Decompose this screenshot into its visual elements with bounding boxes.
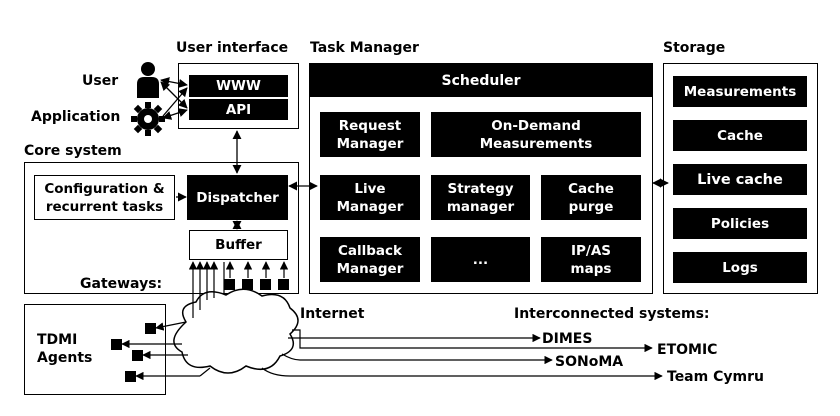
gateways-label: Gateways: bbox=[80, 276, 163, 292]
actor-arrows bbox=[160, 77, 188, 120]
api-block: API bbox=[189, 99, 288, 120]
user-label: User bbox=[82, 73, 119, 89]
user-icon bbox=[137, 62, 159, 98]
sonoma-label: SONoMA bbox=[555, 354, 624, 370]
gear-icon bbox=[131, 102, 165, 136]
internet-label: Internet bbox=[300, 306, 365, 322]
configuration-block: Configuration & recurrent tasks bbox=[34, 175, 175, 220]
request-manager-block: Request Manager bbox=[320, 112, 420, 157]
ellipsis-block: ... bbox=[431, 237, 530, 282]
etomic-label: ETOMIC bbox=[657, 342, 718, 358]
tdmi-agents-label: TDMI Agents bbox=[37, 332, 93, 366]
cache-purge-block: Cache purge bbox=[541, 175, 641, 220]
dispatcher-block: Dispatcher bbox=[187, 175, 288, 220]
team-cymru-label: Team Cymru bbox=[667, 369, 764, 385]
live-manager-block: Live Manager bbox=[320, 175, 420, 220]
agent-squares bbox=[111, 323, 156, 382]
gateway-squares bbox=[224, 279, 289, 290]
storage-item-logs: Logs bbox=[673, 252, 807, 283]
on-demand-measurements-block: On-Demand Measurements bbox=[431, 112, 641, 157]
www-block: WWW bbox=[189, 75, 288, 97]
external-links bbox=[261, 329, 663, 381]
buffer-block: Buffer bbox=[189, 230, 288, 260]
dimes-label: DIMES bbox=[542, 331, 593, 347]
storage-item-policies: Policies bbox=[673, 208, 807, 239]
scheduler-bar: Scheduler bbox=[310, 64, 652, 97]
strategy-manager-block: Strategy manager bbox=[431, 175, 530, 220]
ip-as-maps-block: IP/AS maps bbox=[541, 237, 641, 282]
storage-item-live-cache: Live cache bbox=[673, 164, 807, 195]
core-system-title: Core system bbox=[24, 143, 122, 159]
callback-manager-block: Callback Manager bbox=[320, 237, 420, 282]
buffer-links bbox=[188, 261, 289, 318]
storage-title: Storage bbox=[663, 40, 726, 56]
storage-item-measurements: Measurements bbox=[673, 76, 807, 107]
user-interface-title: User interface bbox=[176, 40, 289, 56]
task-manager-title: Task Manager bbox=[310, 40, 419, 56]
application-label: Application bbox=[31, 109, 121, 125]
storage-item-cache: Cache bbox=[673, 120, 807, 151]
agent-links bbox=[121, 321, 211, 381]
interconnected-systems-label: Interconnected systems: bbox=[514, 306, 710, 322]
